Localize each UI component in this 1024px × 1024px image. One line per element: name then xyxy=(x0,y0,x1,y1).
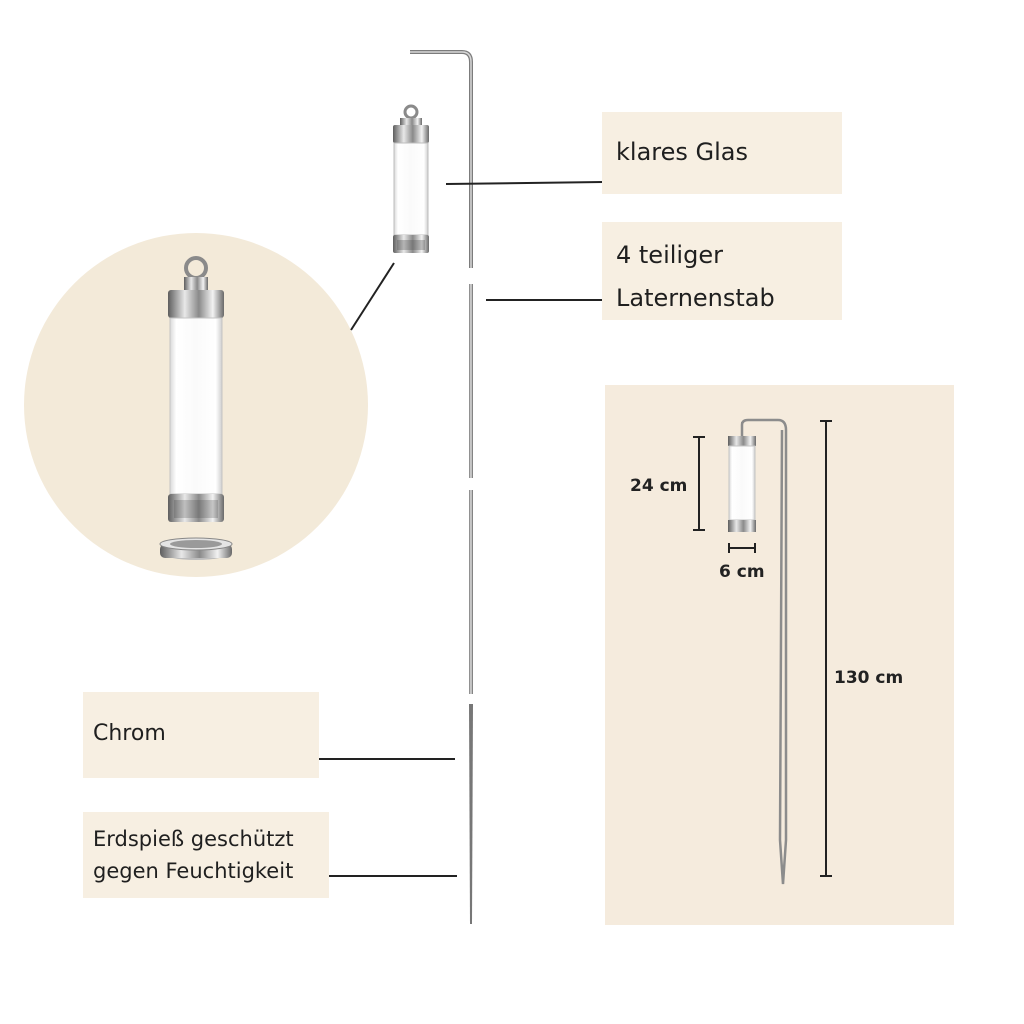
label-clear-glass: klares Glas xyxy=(602,112,842,194)
label-chrome-text: Chrom xyxy=(93,721,166,746)
dimension-label-height-lantern: 24 cm xyxy=(630,476,688,496)
rod-segment-3 xyxy=(469,490,473,694)
rod-segment-2 xyxy=(469,284,473,478)
dimension-label-width-lantern: 6 cm xyxy=(719,562,765,582)
label-lantern-rod: 4 teiliger Laternenstab xyxy=(602,222,842,320)
large-lantern xyxy=(159,256,233,560)
label-lantern-rod-line2: Laternenstab xyxy=(616,284,775,312)
dimension-line-130cm xyxy=(820,420,832,877)
dimension-line-24cm xyxy=(693,436,705,531)
label-ground-spike-line2: gegen Feuchtigkeit xyxy=(93,859,294,883)
rod-segment-top xyxy=(410,50,473,268)
detail-leader-line xyxy=(350,262,395,331)
dimension-line-6cm xyxy=(728,543,756,553)
panel-lantern-assembly xyxy=(728,418,788,885)
label-ground-spike: Erdspieß geschützt gegen Feuchtigkeit xyxy=(83,812,329,898)
label-ground-spike-line1: Erdspieß geschützt xyxy=(93,827,294,851)
dimension-label-height-total: 130 cm xyxy=(834,668,904,688)
rod-segment-spike xyxy=(469,704,473,924)
label-lantern-rod-line1: 4 teiliger xyxy=(616,241,723,269)
label-clear-glass-text: klares Glas xyxy=(616,138,748,166)
small-lantern xyxy=(393,104,429,253)
leader-glass xyxy=(445,181,604,185)
label-chrome: Chrom xyxy=(83,692,319,778)
